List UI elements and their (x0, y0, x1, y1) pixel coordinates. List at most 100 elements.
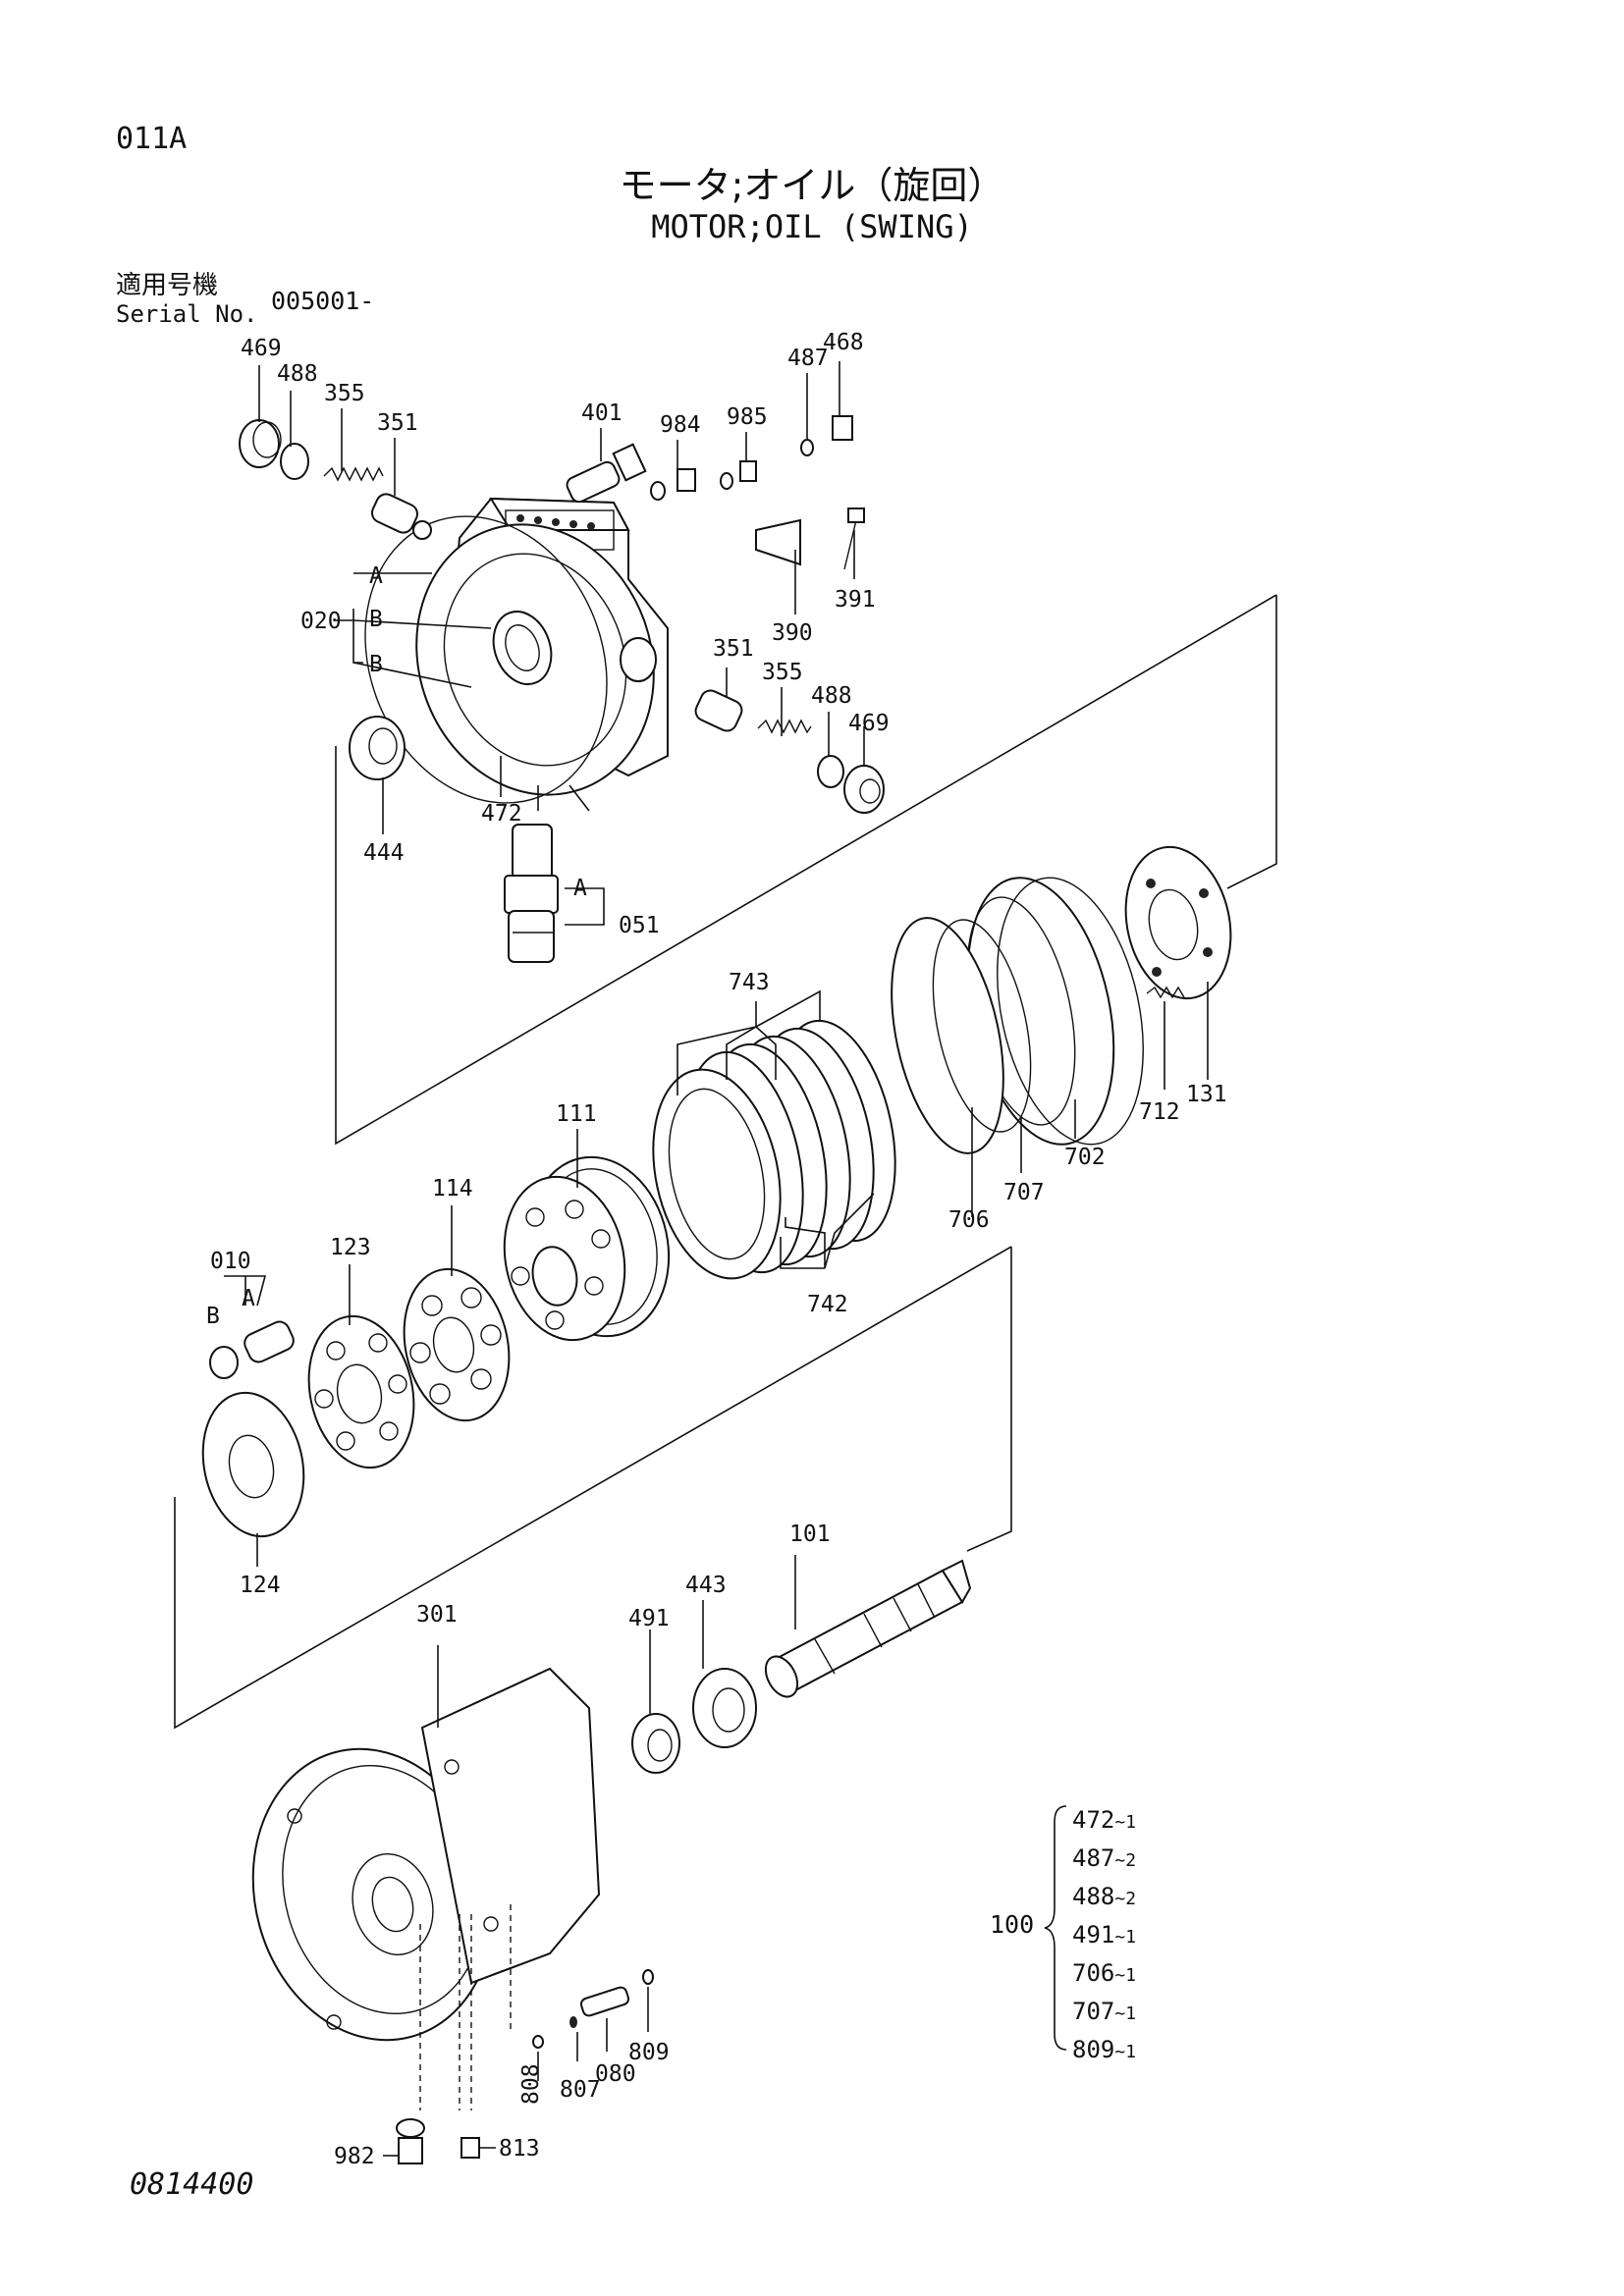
callout-391: 391 (835, 587, 876, 613)
spring-712 (1146, 986, 1185, 999)
dashed-leaders (419, 1904, 512, 2110)
shaft-101 (764, 1559, 972, 1698)
callout-808: 808 (518, 2063, 544, 2105)
callout-114: 114 (432, 1176, 473, 1201)
kit-item: 809~1 (1072, 2036, 1137, 2063)
callout-051-a: A (573, 876, 587, 901)
kit-item: 706~1 (1072, 1959, 1137, 1987)
spring-355-right (757, 719, 812, 734)
kit-item: 472~1 (1072, 1806, 1137, 1834)
plug-985 (739, 460, 757, 482)
kit-brace (1044, 1805, 1067, 2051)
plates-742-743 (652, 1019, 896, 1280)
o-ring-984 (650, 481, 666, 501)
callout-131: 131 (1186, 1082, 1227, 1107)
valve-plate-131 (1124, 845, 1232, 1000)
kit-item: 491~1 (1072, 1921, 1137, 1949)
callout-443: 443 (685, 1573, 727, 1598)
thrust-plate-124 (201, 1391, 305, 1538)
callout-020-b2: B (369, 652, 383, 677)
valve-080 (579, 1986, 630, 2017)
callout-985: 985 (727, 404, 768, 430)
page-code: 011A (116, 122, 188, 156)
o-ring-707 (932, 919, 1032, 1133)
callout-351-right: 351 (713, 636, 754, 662)
callout-702: 702 (1064, 1145, 1106, 1170)
serial-label-jp: 適用号機 (116, 271, 219, 300)
kit-100-list: 472~1 487~2 488~2 491~1 706~1 707~1 809~… (1072, 1802, 1136, 2070)
callout-984: 984 (660, 412, 701, 438)
o-ring-809 (642, 1969, 654, 1985)
callout-390: 390 (772, 620, 813, 646)
callout-707: 707 (1003, 1180, 1045, 1205)
callout-809: 809 (628, 2040, 670, 2065)
callout-469-right: 469 (848, 711, 890, 736)
callout-743: 743 (729, 970, 770, 995)
callout-742: 742 (807, 1292, 848, 1317)
callout-355-right: 355 (762, 660, 803, 685)
bearing-444 (349, 716, 406, 780)
callout-051: 051 (619, 913, 660, 938)
shoe-plate-123 (307, 1314, 415, 1469)
callout-488-right: 488 (811, 683, 852, 709)
callout-491: 491 (628, 1606, 670, 1631)
callout-010-b: B (206, 1304, 220, 1329)
callout-813: 813 (499, 2136, 540, 2162)
kit-item: 487~2 (1072, 1844, 1137, 1872)
o-ring-488-right (817, 755, 844, 788)
callout-468: 468 (823, 330, 864, 355)
callout-010-a: A (242, 1286, 255, 1311)
callout-020: 020 (300, 609, 342, 634)
retainer-plate-114 (403, 1267, 511, 1422)
callout-020-b1: B (369, 607, 383, 632)
kit-item: 707~1 (1072, 1998, 1137, 2025)
o-ring-487 (800, 439, 814, 456)
callout-101: 101 (789, 1522, 831, 1547)
valve-401 (566, 443, 647, 504)
callout-010: 010 (210, 1249, 251, 1274)
plug-982 (396, 2118, 425, 2164)
spring-355-top (323, 466, 384, 482)
nameplate-390 (755, 518, 801, 566)
casing-301 (251, 1667, 601, 2042)
bolt-391 (843, 507, 865, 570)
callout-469: 469 (241, 336, 282, 361)
kit-100-label: 100 (990, 1910, 1035, 1939)
plug-469-right (843, 765, 885, 814)
callout-488: 488 (277, 361, 318, 387)
page-title-jp: モータ;オイル（旋回） (619, 164, 1005, 207)
kit-item: 488~2 (1072, 1883, 1137, 1910)
callout-020-a: A (369, 563, 383, 589)
valve-assembly-051 (504, 824, 559, 963)
ring-807 (569, 2016, 577, 2028)
plug-468 (832, 415, 853, 441)
assembly-frame-lines (174, 594, 1277, 1730)
callout-807: 807 (560, 2077, 601, 2103)
callout-487: 487 (787, 346, 829, 371)
ball-808 (532, 2035, 544, 2049)
callout-124: 124 (240, 1573, 281, 1598)
serial-label-en: Serial No. (116, 300, 258, 328)
leader-lines (224, 361, 1209, 2157)
plunger-351-right (694, 689, 743, 732)
serial-value: 005001- (271, 287, 375, 315)
oil-seal-491 (631, 1713, 680, 1774)
callout-123: 123 (330, 1235, 371, 1260)
piston-010 (209, 1320, 295, 1379)
plunger-351-top (371, 493, 432, 540)
o-ring-985 (720, 472, 733, 490)
page-title-en: MOTOR;OIL (SWING) (651, 208, 973, 245)
callout-982: 982 (334, 2144, 375, 2169)
callout-355: 355 (324, 381, 365, 406)
plug-469-top (239, 419, 282, 468)
plug-813 (460, 2137, 480, 2159)
bearing-443 (692, 1668, 757, 1748)
drawing-number: 0814400 (130, 2167, 254, 2202)
callout-351: 351 (377, 410, 418, 436)
callout-472: 472 (481, 801, 522, 827)
callout-706: 706 (948, 1207, 990, 1233)
callout-301: 301 (416, 1602, 458, 1628)
callout-444: 444 (363, 840, 405, 866)
callout-080: 080 (595, 2061, 636, 2087)
